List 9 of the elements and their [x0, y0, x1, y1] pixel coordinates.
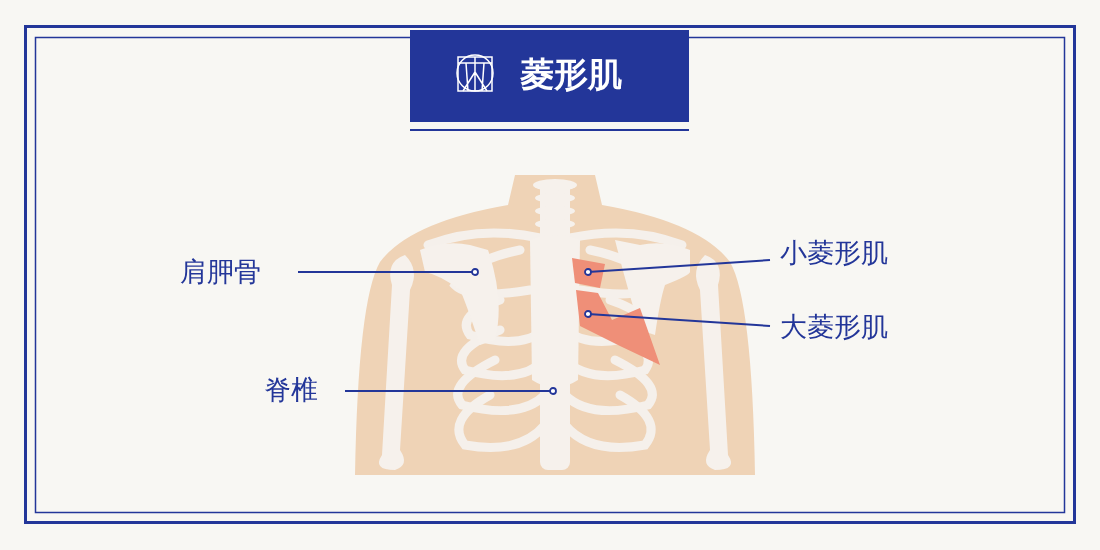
part-label: 大菱形肌 — [780, 311, 888, 344]
part-label: 小菱形肌 — [780, 237, 888, 270]
leader-line — [344, 387, 557, 395]
leader-line — [584, 310, 771, 327]
part-label: 肩胛骨 — [180, 256, 261, 289]
part-label: 脊椎 — [264, 374, 318, 407]
leader-line — [584, 259, 771, 276]
leader-line — [297, 268, 479, 276]
title: 菱形肌 — [520, 53, 622, 96]
